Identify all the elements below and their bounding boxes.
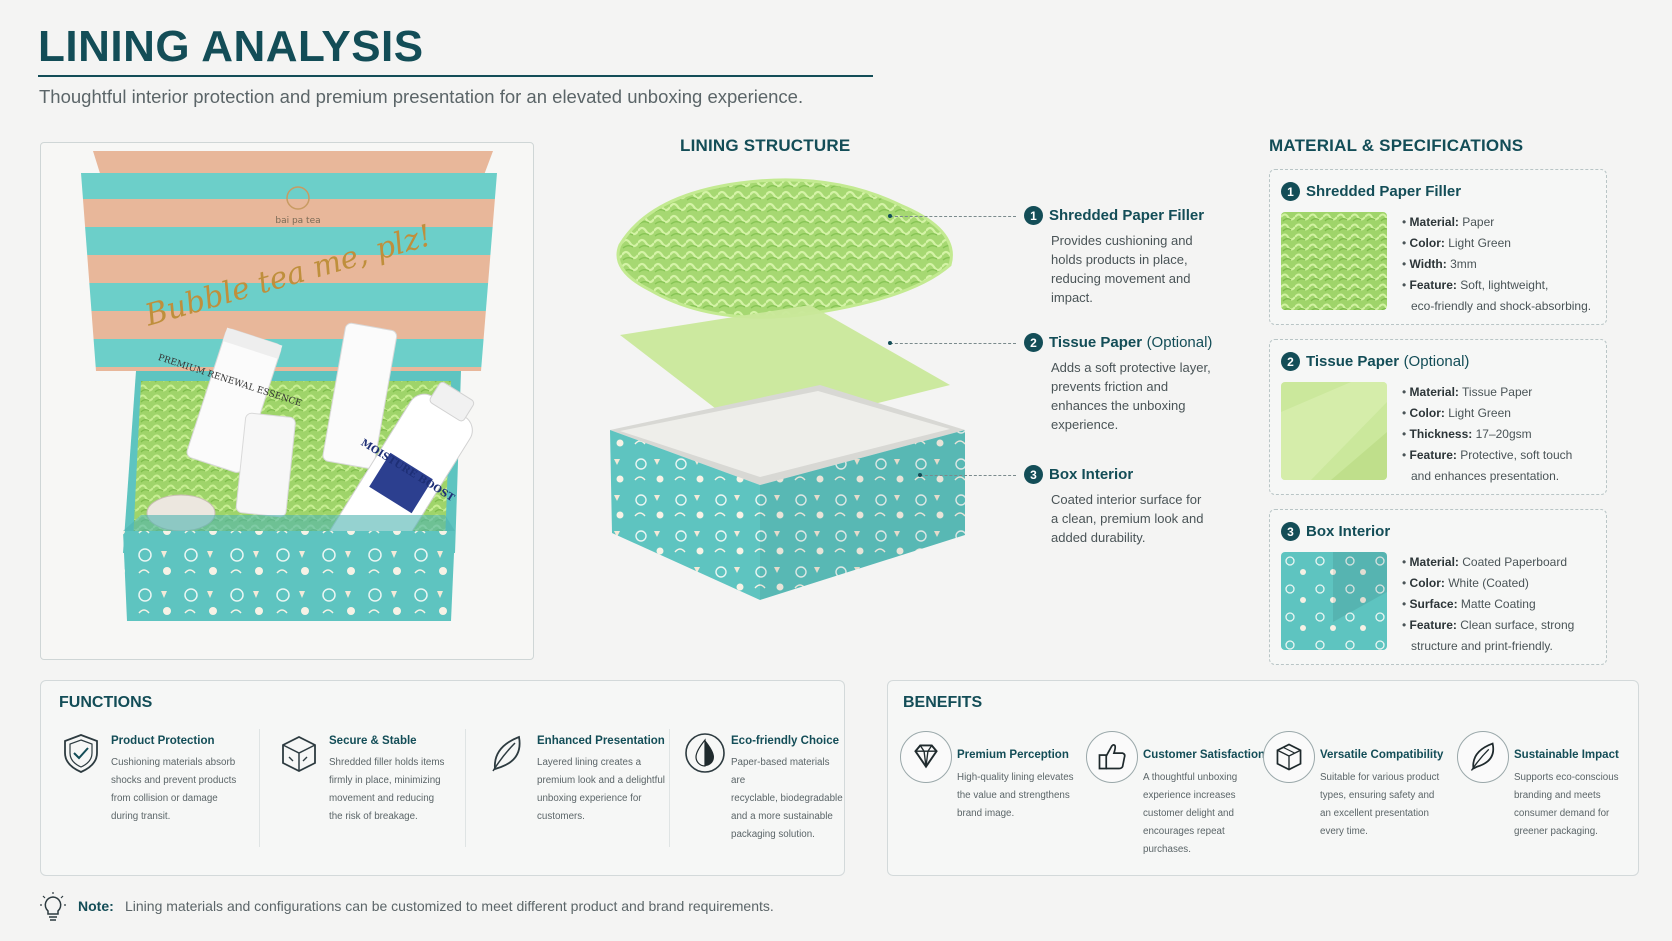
callout-title: Shredded Paper Filler — [1049, 207, 1205, 224]
spec-row-continued: structure and print-friendly. — [1411, 639, 1553, 653]
callout-title: Box Interior — [1049, 466, 1134, 483]
box-right-wall — [760, 430, 965, 600]
box-left-wall — [610, 430, 760, 600]
spec-row-continued: eco-friendly and shock-absorbing. — [1411, 299, 1592, 313]
function-title: Eco-friendly Choice — [731, 735, 839, 747]
spec-title: Tissue Paper — [1306, 353, 1400, 370]
function-title: Enhanced Presentation — [537, 735, 665, 747]
title-underline — [38, 75, 873, 77]
spec-row: Material: Coated Paperboard — [1402, 552, 1602, 573]
function-title: Secure & Stable — [329, 735, 417, 747]
functions-heading: FUNCTIONS — [59, 694, 153, 711]
spec-row: Width: 3mm — [1402, 254, 1602, 275]
spec-row: Surface: Matte Coating — [1402, 594, 1602, 615]
spec-card-shredded-filler: 1 Shredded Paper Filler Material: Paper C… — [1269, 169, 1607, 325]
callout-shredded-filler: 1 Shredded Paper Filler Provides cushioni… — [1024, 206, 1214, 307]
shredded-filler-swatch — [1281, 212, 1387, 310]
callout-description: Coated interior surface for a clean, pre… — [1051, 492, 1204, 545]
divider — [259, 729, 260, 847]
function-title: Product Protection — [111, 735, 215, 747]
leaf-circle-icon — [1457, 731, 1509, 783]
box-icon — [282, 735, 316, 773]
spec-row: Feature: Soft, lightweight, — [1402, 275, 1602, 296]
spec-row: Material: Paper — [1402, 212, 1602, 233]
spec-row-continued: and enhances presentation. — [1411, 469, 1560, 483]
leaf-icon — [492, 735, 521, 772]
tissue-paper-swatch — [1281, 382, 1387, 480]
spec-number: 2 — [1281, 352, 1300, 371]
box-interior-swatch — [1281, 552, 1387, 650]
spec-list: Material: Coated Paperboard Color: White… — [1402, 552, 1602, 657]
callout-description: Provides cushioning and holds products i… — [1051, 233, 1193, 305]
benefit-title: Versatile Compatibility — [1320, 749, 1444, 761]
callout-box-interior: 3 Box Interior Coated interior surface fo… — [1024, 465, 1214, 547]
page-title: LINING ANALYSIS — [38, 22, 424, 71]
leader-dot-2 — [888, 341, 892, 345]
callout-description: Adds a soft protective layer, prevents f… — [1051, 360, 1211, 432]
functions-panel: FUNCTIONS Product Protection Cushioning … — [40, 680, 845, 876]
benefit-title: Customer Satisfaction — [1143, 749, 1266, 761]
divider — [669, 729, 670, 847]
shield-check-icon — [64, 734, 98, 773]
leader-dot-1 — [888, 214, 892, 218]
spec-list: Material: Tissue Paper Color: Light Gree… — [1402, 382, 1602, 487]
callout-title: Tissue Paper — [1049, 334, 1143, 351]
leader-line-1 — [890, 216, 1016, 217]
leader-line-2 — [890, 343, 1016, 344]
note-text: Lining materials and configurations can … — [125, 898, 774, 914]
callout-number: 2 — [1024, 333, 1043, 352]
open-box-illustration: bai pa tea Bubble tea me, plz! PREMIUM R… — [81, 151, 497, 621]
spec-list: Material: Paper Color: Light Green Width… — [1402, 212, 1602, 317]
spec-title: Box Interior — [1306, 523, 1391, 540]
cube-icon — [1263, 731, 1315, 783]
callout-number: 3 — [1024, 465, 1043, 484]
shredded-filler-layer — [616, 178, 953, 319]
diamond-icon — [900, 731, 952, 783]
spec-number: 3 — [1281, 522, 1300, 541]
lid-brand-text: bai pa tea — [275, 216, 320, 226]
spec-optional: (Optional) — [1403, 353, 1470, 370]
benefits-heading: BENEFITS — [903, 694, 983, 711]
exploded-layers-diagram — [610, 178, 965, 600]
spec-card-box-interior: 3 Box Interior Material: Coated Paperboar… — [1269, 509, 1607, 665]
callout-number: 1 — [1024, 206, 1043, 225]
callout-optional: (Optional) — [1146, 334, 1213, 351]
spec-row: Feature: Clean surface, strong — [1402, 615, 1602, 636]
benefit-title: Premium Perception — [957, 749, 1069, 761]
callout-tissue-paper: 2 Tissue Paper (Optional) Adds a soft pro… — [1024, 333, 1224, 434]
lightbulb-icon — [40, 892, 66, 921]
spec-row: Feature: Protective, soft touch — [1402, 445, 1602, 466]
benefits-panel: BENEFITS Premium Perception High-quality… — [887, 680, 1639, 876]
spec-card-tissue-paper: 2 Tissue Paper (Optional) Material: Tissu… — [1269, 339, 1607, 495]
page-subtitle: Thoughtful interior protection and premi… — [39, 86, 804, 107]
leader-dot-3 — [918, 473, 922, 477]
spec-row: Color: Light Green — [1402, 233, 1602, 254]
spec-row: Color: Light Green — [1402, 403, 1602, 424]
spec-number: 1 — [1281, 182, 1300, 201]
spec-row: Color: White (Coated) — [1402, 573, 1602, 594]
spec-row: Material: Tissue Paper — [1402, 382, 1602, 403]
specs-heading: MATERIAL & SPECIFICATIONS — [1269, 136, 1524, 155]
spec-row: Thickness: 17–20gsm — [1402, 424, 1602, 445]
note-label: Note: — [78, 898, 114, 914]
thumbs-up-icon — [1086, 731, 1138, 783]
leader-line-3 — [920, 475, 1016, 476]
product-photo: bai pa tea Bubble tea me, plz! PREMIUM R… — [40, 142, 534, 660]
divider — [465, 729, 466, 847]
spec-title: Shredded Paper Filler — [1306, 183, 1462, 200]
benefit-title: Sustainable Impact — [1514, 749, 1619, 761]
structure-heading: LINING STRUCTURE — [680, 136, 851, 155]
droplet-icon — [685, 733, 725, 773]
